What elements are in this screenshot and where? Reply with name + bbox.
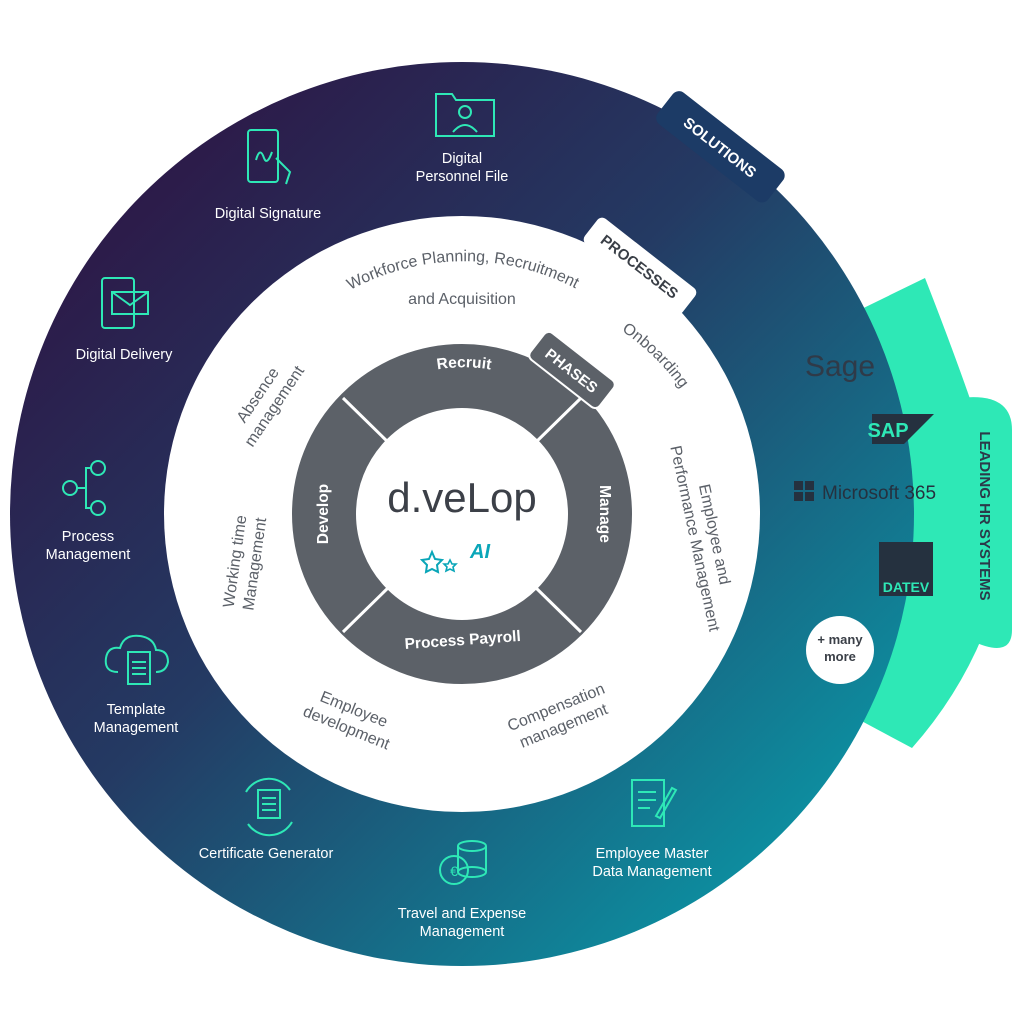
more-systems-badge[interactable]: + many more xyxy=(806,616,874,684)
phone-mail-icon xyxy=(101,277,149,329)
hr-systems-tab[interactable]: LEADING HR SYSTEMS xyxy=(976,431,993,600)
svg-text:Process: Process xyxy=(62,529,114,545)
svg-text:Employee Master: Employee Master xyxy=(596,846,709,862)
phase-recruit[interactable]: Recruit xyxy=(436,354,493,373)
solution-digital-delivery[interactable]: Digital Delivery xyxy=(76,277,173,363)
svg-text:Data Management: Data Management xyxy=(592,864,711,880)
document-pen-icon xyxy=(631,779,678,827)
phases-ring xyxy=(292,344,632,684)
svg-text:Travel and Expense: Travel and Expense xyxy=(398,906,526,922)
svg-text:Digital: Digital xyxy=(442,151,482,167)
process-nodes-icon xyxy=(62,460,106,516)
svg-text:more: more xyxy=(824,649,856,664)
euro-coins-icon: € xyxy=(439,840,487,885)
svg-text:Template: Template xyxy=(107,702,166,718)
processes-disc xyxy=(164,216,760,812)
svg-text:Management: Management xyxy=(94,720,179,736)
solution-certificate-generator[interactable]: Certificate Generator xyxy=(199,777,334,862)
phase-manage[interactable]: Manage xyxy=(596,485,613,543)
svg-text:+ many: + many xyxy=(817,632,863,647)
solution-digital-personnel-file[interactable]: Digital Personnel File xyxy=(416,93,509,185)
datev-logo: DATEV xyxy=(879,542,933,596)
microsoft-365-logo: Microsoft 365 xyxy=(794,481,936,504)
solution-digital-signature[interactable]: Digital Signature xyxy=(215,129,321,222)
svg-text:Digital Delivery: Digital Delivery xyxy=(76,347,173,363)
ai-badge: AI xyxy=(419,541,490,574)
solution-template-management[interactable]: Template Management xyxy=(94,634,179,736)
svg-text:Management: Management xyxy=(46,547,131,563)
cloud-document-icon xyxy=(104,634,170,685)
solution-process-management[interactable]: Process Management xyxy=(46,460,131,563)
process-workforce-planning-line2: and Acquisition xyxy=(408,291,516,308)
sap-logo: SAP xyxy=(867,414,934,444)
svg-text:SAP: SAP xyxy=(867,420,908,442)
svg-text:Certificate Generator: Certificate Generator xyxy=(199,846,334,862)
folder-person-icon xyxy=(435,93,495,137)
solution-employee-master-data[interactable]: Employee Master Data Management xyxy=(592,779,712,880)
develop-logo: d.veLop xyxy=(387,474,536,521)
solution-travel-expense[interactable]: € Travel and Expense Management xyxy=(398,840,526,940)
svg-text:Management: Management xyxy=(420,924,505,940)
svg-text:Personnel File: Personnel File xyxy=(416,169,509,185)
svg-text:DATEV: DATEV xyxy=(883,579,930,595)
svg-text:Digital Signature: Digital Signature xyxy=(215,206,321,222)
phase-develop[interactable]: Develop xyxy=(315,484,332,544)
svg-text:€: € xyxy=(450,863,458,879)
svg-text:AI: AI xyxy=(469,541,490,563)
tablet-signature-icon xyxy=(247,129,292,185)
svg-text:Microsoft 365: Microsoft 365 xyxy=(822,483,936,504)
certificate-cycle-icon xyxy=(245,777,293,837)
sage-logo: Sage xyxy=(805,350,875,383)
